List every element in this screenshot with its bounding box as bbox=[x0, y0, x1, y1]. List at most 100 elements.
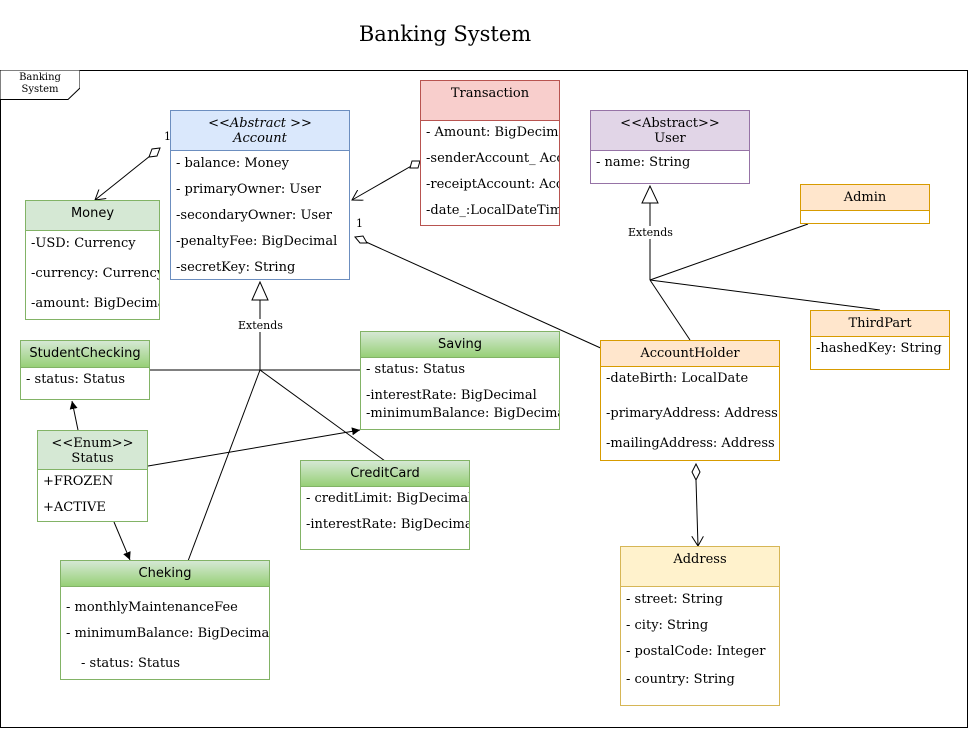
class-account-name: Account bbox=[233, 131, 287, 146]
package-frame-label: Banking System bbox=[0, 72, 80, 96]
class-cheking[interactable]: Cheking - monthlyMaintenanceFee - minimu… bbox=[60, 560, 270, 680]
class-saving-attr: - status: Status bbox=[366, 362, 466, 377]
class-address-attr: - city: String bbox=[626, 618, 709, 633]
class-thirdpart[interactable]: ThirdPart -hashedKey: String bbox=[810, 310, 950, 370]
class-admin[interactable]: Admin bbox=[800, 184, 930, 224]
diamond-account-holder bbox=[354, 235, 368, 244]
class-thirdpart-name: ThirdPart bbox=[848, 316, 912, 331]
assoc-holder-address bbox=[696, 479, 698, 546]
class-studentchecking[interactable]: StudentChecking - status: Status bbox=[20, 340, 150, 400]
class-accountholder-name: AccountHolder bbox=[640, 346, 740, 361]
package-frame bbox=[0, 70, 968, 728]
inherit-triangle-account bbox=[251, 280, 269, 301]
class-status-header: <<Enum>> Status bbox=[38, 431, 147, 470]
class-thirdpart-header: ThirdPart bbox=[811, 311, 949, 337]
class-transaction-attr: - Amount: BigDecimal bbox=[426, 125, 559, 140]
class-address-attr: - street: String bbox=[626, 592, 723, 607]
extends-account-label: Extends bbox=[236, 319, 285, 332]
class-address-attr: - postalCode: Integer bbox=[626, 644, 766, 659]
class-address-attr: - country: String bbox=[626, 672, 735, 687]
class-admin-name: Admin bbox=[843, 190, 887, 205]
class-user-name: User bbox=[654, 131, 686, 146]
class-transaction[interactable]: Transaction - Amount: BigDecimal -sender… bbox=[420, 80, 560, 226]
class-saving-header: Saving bbox=[361, 332, 559, 358]
class-studentchecking-name: StudentChecking bbox=[29, 346, 141, 361]
class-cheking-attr: - status: Status bbox=[81, 656, 181, 671]
class-status-value: +FROZEN bbox=[43, 474, 114, 489]
class-account-attr: -secondaryOwner: User bbox=[176, 208, 332, 223]
package-frame-label-line1: Banking bbox=[19, 72, 61, 83]
class-transaction-attr: -receiptAccount: Account bbox=[426, 177, 559, 192]
class-saving-name: Saving bbox=[437, 337, 482, 352]
class-admin-header: Admin bbox=[801, 185, 929, 211]
class-creditcard-header: CreditCard bbox=[301, 461, 469, 487]
diagram-title: Banking System bbox=[358, 22, 532, 46]
inherit-triangle-user bbox=[641, 184, 659, 204]
class-studentchecking-header: StudentChecking bbox=[21, 341, 149, 368]
class-cheking-attr: - monthlyMaintenanceFee bbox=[66, 600, 238, 615]
class-saving-attr: -minimumBalance: BigDecimal bbox=[366, 406, 559, 421]
class-account-attr: - balance: Money bbox=[176, 156, 289, 171]
class-account-attr: - primaryOwner: User bbox=[176, 182, 321, 197]
class-user-header: <<Abstract>> User bbox=[591, 111, 749, 151]
class-account-attr: -penaltyFee: BigDecimal bbox=[176, 234, 338, 249]
class-cheking-header: Cheking bbox=[61, 561, 269, 587]
package-frame-tab bbox=[0, 70, 80, 100]
class-address-header: Address bbox=[621, 547, 779, 587]
multiplicity-money: 1 bbox=[164, 130, 171, 143]
extends-user-label: Extends bbox=[626, 226, 675, 239]
class-accountholder-attr: -mailingAddress: Address bbox=[606, 436, 775, 451]
class-account-attr: -secretKey: String bbox=[176, 260, 296, 275]
class-accountholder-attr: -dateBirth: LocalDate bbox=[606, 371, 749, 386]
inherit-user-admin bbox=[649, 223, 809, 281]
class-accountholder-attr: -primaryAddress: Address bbox=[606, 406, 778, 421]
class-status-name: Status bbox=[71, 451, 114, 466]
class-user-attr: - name: String bbox=[596, 155, 691, 170]
diamond-account-money bbox=[148, 147, 161, 158]
class-saving[interactable]: Saving - status: Status -interestRate: B… bbox=[360, 331, 560, 430]
diamond-holder-address bbox=[691, 462, 701, 482]
class-thirdpart-attr: -hashedKey: String bbox=[816, 341, 942, 356]
assoc-account-holder bbox=[354, 236, 606, 351]
class-cheking-attr: - minimumBalance: BigDecimal bbox=[66, 626, 269, 641]
class-creditcard-name: CreditCard bbox=[350, 466, 420, 481]
inherit-account-creditcard bbox=[259, 369, 386, 462]
diamond-transaction-account bbox=[409, 160, 421, 169]
class-money-attr: -USD: Currency bbox=[31, 236, 136, 251]
class-transaction-attr: -senderAccount_ Account bbox=[426, 151, 559, 166]
class-status-value: +ACTIVE bbox=[43, 500, 106, 515]
class-money-attr: -currency: Currency bbox=[31, 266, 159, 281]
multiplicity-account-holder: 1 bbox=[356, 217, 363, 230]
class-saving-attr: -interestRate: BigDecimal bbox=[366, 388, 537, 403]
assoc-transaction-account bbox=[352, 160, 421, 200]
class-status-stereotype: <<Enum>> bbox=[51, 436, 134, 451]
class-account-stereotype: <<Abstract >> bbox=[208, 116, 312, 131]
class-cheking-name: Cheking bbox=[138, 566, 192, 581]
class-address-name: Address bbox=[673, 552, 727, 567]
class-creditcard-attr: -interestRate: BigDecimal bbox=[306, 517, 469, 532]
class-creditcard[interactable]: CreditCard - creditLimit: BigDecimal -in… bbox=[300, 460, 470, 550]
class-account[interactable]: <<Abstract >> Account - balance: Money -… bbox=[170, 110, 350, 280]
assoc-status-saving bbox=[147, 427, 361, 467]
class-money[interactable]: Money -USD: Currency -currency: Currency… bbox=[25, 200, 160, 320]
class-user[interactable]: <<Abstract>> User - name: String bbox=[590, 110, 750, 184]
class-studentchecking-attr: - status: Status bbox=[26, 372, 126, 387]
class-status[interactable]: <<Enum>> Status +FROZEN +ACTIVE bbox=[37, 430, 148, 522]
package-frame-label-line2: System bbox=[21, 84, 59, 95]
class-accountholder[interactable]: AccountHolder -dateBirth: LocalDate -pri… bbox=[600, 340, 780, 461]
inherit-user-holder bbox=[649, 279, 691, 341]
class-money-attr: -amount: BigDecimal bbox=[31, 296, 159, 311]
assoc-status-student bbox=[69, 400, 79, 431]
class-transaction-name: Transaction bbox=[450, 86, 530, 101]
inherit-user-thirdpart bbox=[649, 279, 881, 311]
inherit-account-cheking bbox=[187, 369, 261, 562]
class-user-stereotype: <<Abstract>> bbox=[620, 116, 720, 131]
class-transaction-attr: -date_:LocalDateTime bbox=[426, 203, 559, 218]
class-transaction-header: Transaction bbox=[421, 81, 559, 121]
class-money-header: Money bbox=[26, 201, 159, 231]
class-creditcard-attr: - creditLimit: BigDecimal bbox=[306, 491, 469, 506]
class-money-name: Money bbox=[70, 206, 115, 221]
class-account-header: <<Abstract >> Account bbox=[171, 111, 349, 151]
class-address[interactable]: Address - street: String - city: String … bbox=[620, 546, 780, 706]
